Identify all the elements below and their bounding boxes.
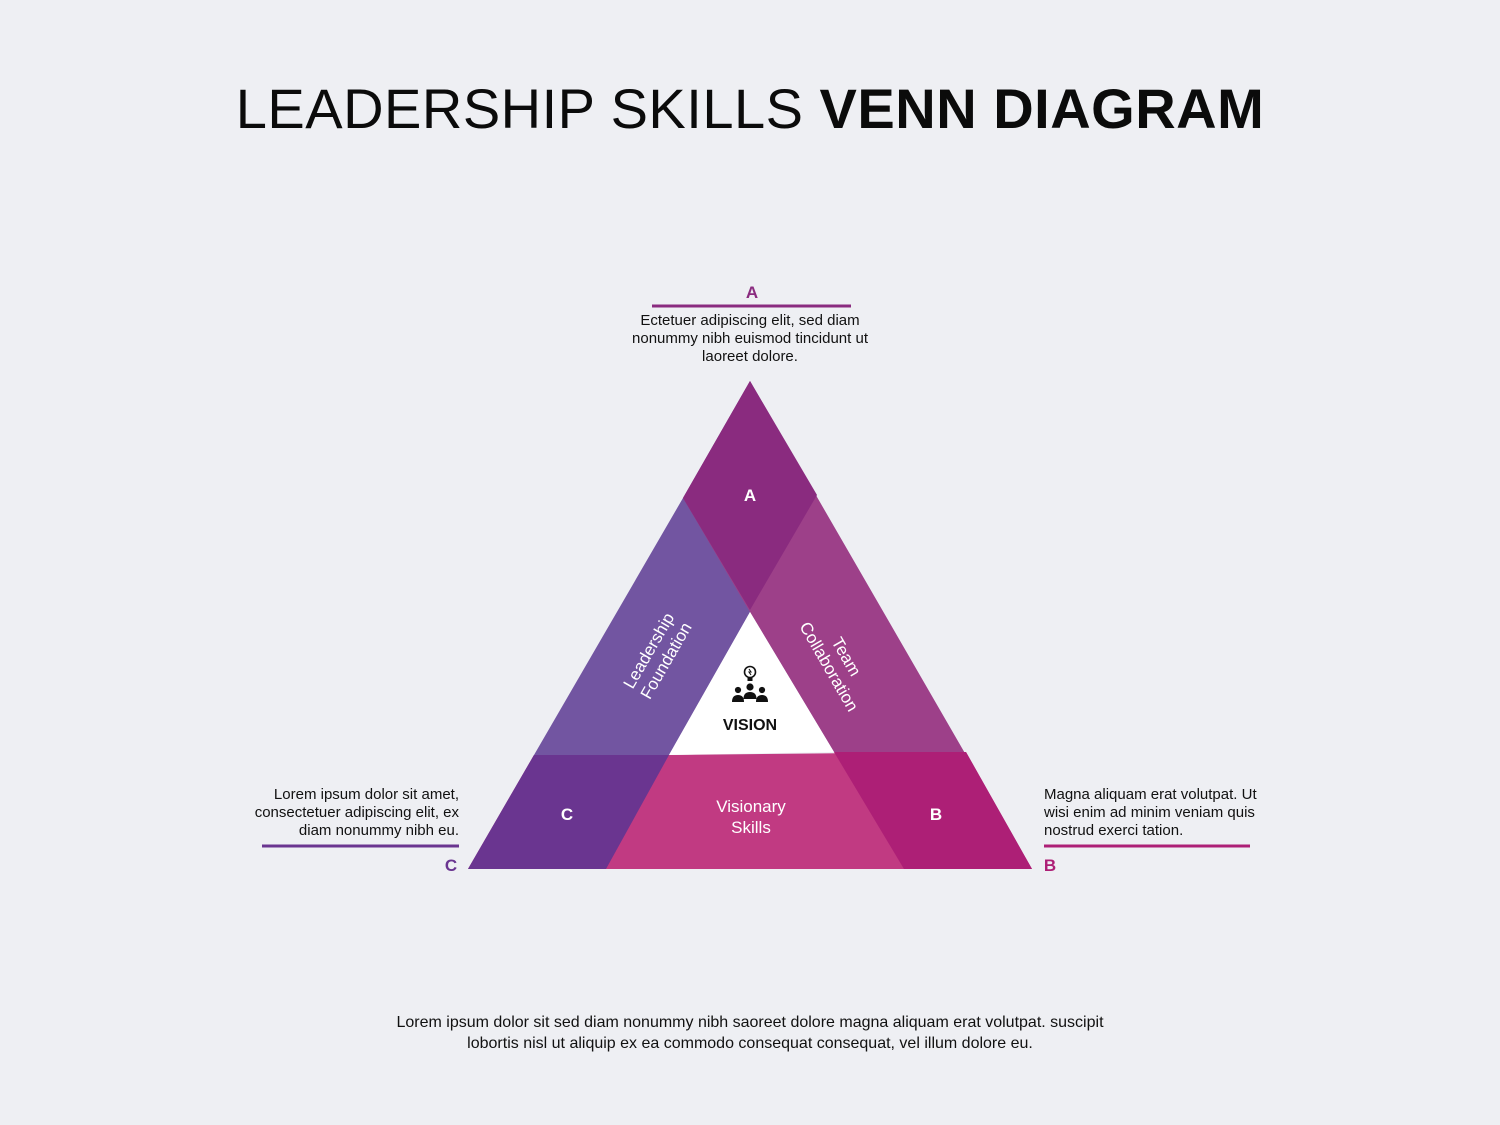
region-b-label: B xyxy=(930,805,942,824)
callout-c-text: Lorem ipsum dolor sit amet, consectetuer… xyxy=(254,786,459,839)
center-vision-label: VISION xyxy=(723,717,777,734)
region-a-shape xyxy=(683,381,817,610)
region-b-shape xyxy=(834,752,1032,869)
callout-b-text: Magna aliquam erat volutpat. Ut wisi eni… xyxy=(1044,786,1257,839)
team-idea-icon xyxy=(732,665,768,702)
callout-c-heading: C xyxy=(445,856,457,875)
title-bold: VENN DIAGRAM xyxy=(819,77,1265,140)
region-a-label: A xyxy=(744,486,756,505)
center-vision-shape xyxy=(669,612,834,755)
callout-a-heading: A xyxy=(746,283,758,302)
page-title: LEADERSHIP SKILLS VENN DIAGRAM xyxy=(0,76,1500,141)
title-light: LEADERSHIP SKILLS xyxy=(235,77,820,140)
band-bottom-line1: Visionary xyxy=(716,797,786,816)
callout-b-heading: B xyxy=(1044,856,1056,875)
footer-line1: Lorem ipsum dolor sit sed diam nonummy n… xyxy=(396,1014,1104,1031)
footer-line2: lobortis nisl ut aliquip ex ea commodo c… xyxy=(467,1035,1033,1052)
footer-text: Lorem ipsum dolor sit sed diam nonummy n… xyxy=(300,1012,1200,1054)
callout-a-text: Ectetuer adipiscing elit, sed diam nonum… xyxy=(632,312,868,365)
region-c-label: C xyxy=(561,805,573,824)
region-c-shape xyxy=(468,755,669,869)
band-bottom-line2: Skills xyxy=(731,818,771,837)
